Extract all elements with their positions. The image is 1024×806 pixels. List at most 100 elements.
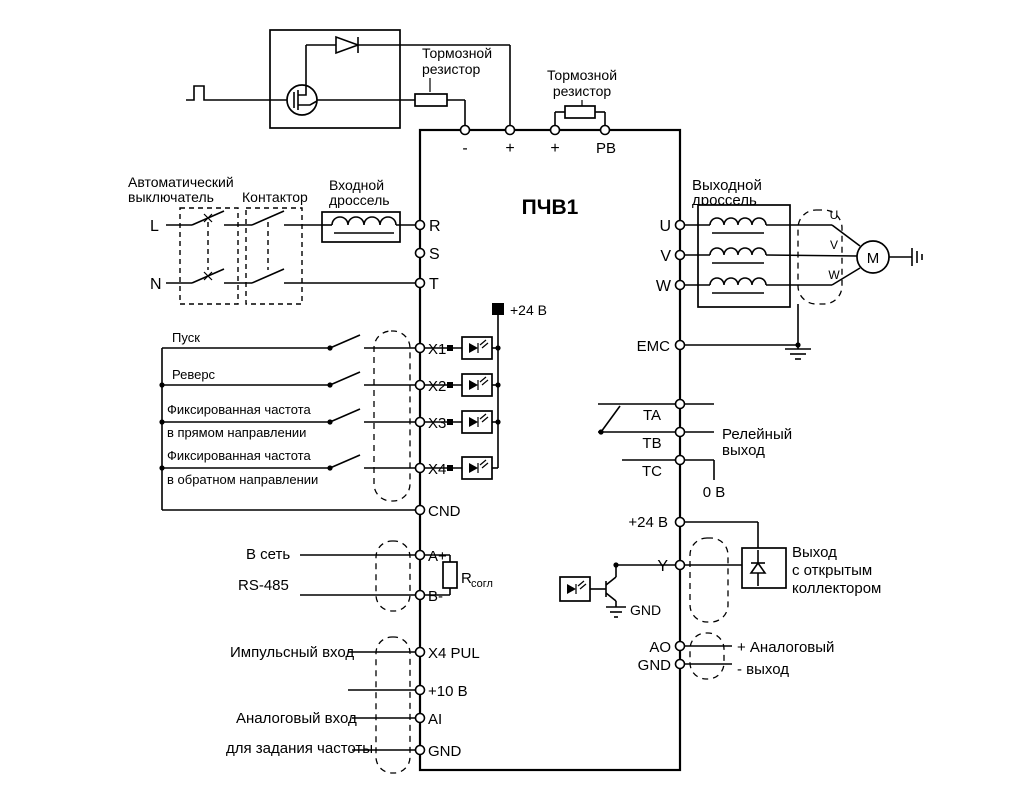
terminal-label-plus2: +: [550, 140, 559, 157]
brake-resistor-2-label2: резистор: [553, 83, 612, 99]
breaker-switch-icon: [191, 210, 225, 226]
terminal-label-tb: TB: [642, 435, 661, 452]
wire-u-label: U: [830, 208, 839, 222]
junction-dot: [495, 345, 501, 351]
junction-dot: [495, 382, 501, 388]
terminal-ta: [674, 398, 686, 410]
terminal-t: [414, 277, 426, 289]
termination-resistor-icon: [442, 561, 458, 589]
terminal-label-x4pul: X4 PUL: [428, 645, 480, 662]
terminal-label-x4: X4: [428, 461, 446, 478]
output-choke-label: Выходной: [692, 177, 762, 194]
contactor-switch-icon: [251, 210, 285, 226]
terminal-label-a-plus: A+: [428, 548, 447, 565]
ground-icon: [606, 606, 626, 618]
terminal-x2: [414, 379, 426, 391]
motor-label: M: [867, 250, 880, 267]
junction-dot: [327, 382, 333, 388]
junction-dot: [598, 429, 604, 435]
open-collector-label3: коллектором: [792, 580, 881, 597]
relay-output-label2: выход: [722, 442, 765, 459]
terminal-label-v: V: [660, 248, 671, 265]
terminal-label-ai: AI: [428, 711, 442, 728]
gnd-internal-label: GND: [630, 602, 661, 618]
optocoupler-icon: [559, 576, 591, 602]
reverse-label: Реверс: [172, 367, 216, 382]
terminal-label-minus: -: [462, 140, 467, 157]
terminal-label-emc: EMC: [637, 338, 671, 355]
phase-l-label: L: [150, 218, 159, 235]
terminal-label-x2: X2: [428, 378, 446, 395]
cable-shield: [797, 209, 843, 305]
ground-icon: [911, 248, 923, 266]
transistor-icon: [605, 576, 617, 602]
flyback-diode-icon: [749, 550, 767, 586]
brake-resistor-2-section: Тормозной резистор: [547, 67, 617, 125]
cable-shield: [689, 537, 729, 623]
terminal-x1: [414, 342, 426, 354]
analog-output-label: + Аналоговый: [737, 639, 834, 656]
rs485-net-label: В сеть: [246, 546, 290, 563]
terminal-label-u: U: [659, 218, 671, 235]
cable-shield: [375, 540, 411, 612]
breaker-label: Автоматический: [128, 174, 234, 190]
optocoupler-icon: [461, 410, 493, 434]
junction-dot: [327, 419, 333, 425]
brake-resistor-1-label2: резистор: [422, 61, 481, 77]
opto-input-circuits: +24 В: [425, 302, 547, 480]
zero-volt-label: 0 В: [703, 484, 726, 501]
terminal-x3: [414, 416, 426, 428]
switch-icon: [329, 454, 361, 469]
r-sogl-sub-label: согл: [471, 578, 493, 590]
junction-dot: [159, 382, 165, 388]
terminal-label-x1: X1: [428, 341, 446, 358]
junction-dot: [327, 345, 333, 351]
terminal-plus2: [549, 124, 561, 136]
analog-input-label: Аналоговый вход: [236, 710, 357, 727]
junction-dot: [613, 562, 619, 568]
terminal-gnd: [414, 744, 426, 756]
terminal-plus1: [504, 124, 516, 136]
optocoupler-icon: [461, 336, 493, 360]
terminal-pb: [599, 124, 611, 136]
terminal-tb: [674, 426, 686, 438]
input-power-section: Автоматический выключатель Контактор Вхо…: [128, 174, 415, 305]
start-label: Пуск: [172, 330, 200, 345]
terminal-y: [674, 559, 686, 571]
analog-input-label2: для задания частоты: [226, 740, 373, 757]
terminal-label-t: T: [429, 276, 439, 293]
switch-icon: [329, 371, 361, 386]
terminal-emc: [674, 339, 686, 351]
brake-resistor-2-label: Тормозной: [547, 67, 617, 83]
terminal-label-r: R: [429, 218, 441, 235]
terminal-v: [674, 249, 686, 261]
fixed-fwd-label: Фиксированная частота: [167, 402, 311, 417]
switch-icon: [329, 334, 361, 349]
junction-dot: [159, 465, 165, 471]
analog-output-label2: - выход: [737, 661, 789, 678]
terminal-a-plus: [414, 549, 426, 561]
contactor-label: Контактор: [242, 189, 308, 205]
optocoupler-icon: [461, 456, 493, 480]
r-sogl-label: R: [461, 570, 472, 587]
terminal-label-10v: +10 В: [428, 683, 468, 700]
mosfet-transistor-icon: [286, 84, 318, 116]
terminal-label-ta: TA: [643, 407, 661, 424]
wire-w-label: W: [828, 268, 840, 282]
terminal-10v: [414, 684, 426, 696]
terminal-label-tc: TC: [642, 463, 662, 480]
terminal-label-gnd: GND: [428, 743, 462, 760]
rs485-label: RS-485: [238, 577, 289, 594]
output-section: Выходной дроссель U V W M: [685, 177, 923, 308]
terminal-b-minus: [414, 589, 426, 601]
terminal-r: [414, 219, 426, 231]
emc-ground-section: [685, 304, 811, 360]
switch-icon: [329, 408, 361, 423]
brake-resistor-1-icon: [414, 93, 448, 107]
load-box: [741, 547, 787, 589]
relay-output-section: TA TB TC Релейный выход 0 В: [598, 403, 792, 501]
brake-resistor-1-label: Тормозной: [422, 45, 492, 61]
terminal-label-y: Y: [657, 558, 668, 575]
